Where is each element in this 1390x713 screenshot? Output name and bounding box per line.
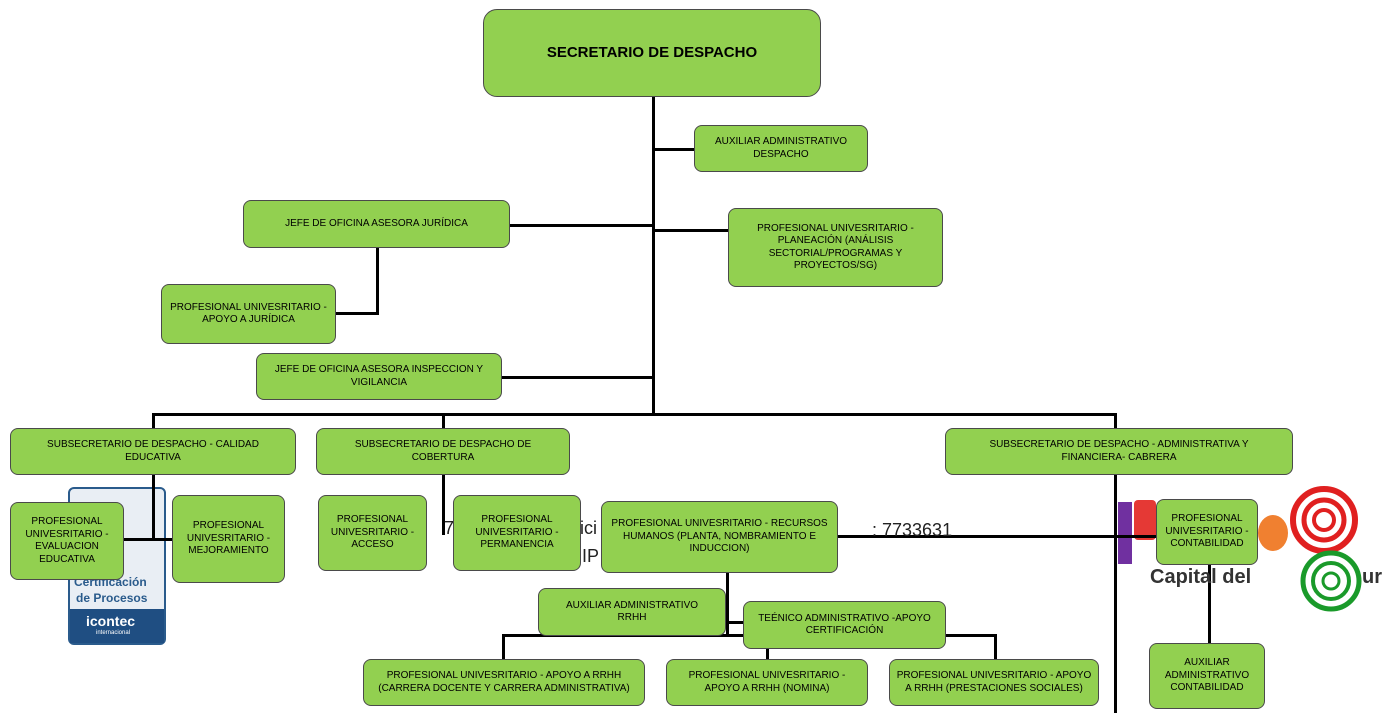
node-profesional-acceso: PROFESIONAL UNIVESRITARIO - ACCESO [318, 495, 427, 571]
capital-del-text: Capital del [1150, 566, 1252, 588]
node-sub-administrativa: SUBSECRETARIO DE DESPACHO - ADMINISTRATI… [945, 428, 1293, 475]
node-sub-cobertura: SUBSECRETARIO DE DESPACHO DE COBERTURA [316, 428, 570, 475]
node-sub-calidad: SUBSECRETARIO DE DESPACHO - CALIDAD EDUC… [10, 428, 296, 475]
connector-carrera [502, 634, 505, 659]
certification-line-2: de Procesos [76, 591, 148, 605]
capital-sur-ending: ur [1362, 566, 1382, 588]
ip-logo-orange-letter [1258, 515, 1288, 551]
connector-rrhh-aux [726, 573, 729, 623]
node-tecnico-certificacion: TEÉNICO ADMINISTRATIVO -APOYO CERTIFICAC… [743, 601, 946, 649]
connector-main-spine [652, 97, 655, 416]
node-profesional-evaluacion: PROFESIONAL UNIVESRITARIO - EVALUACION E… [10, 502, 124, 580]
connector-rrhh-spine [726, 623, 729, 636]
node-secretario-despacho: SECRETARIO DE DESPACHO [483, 9, 821, 97]
node-jefe-juridica: JEFE DE OFICINA ASESORA JURÍDICA [243, 200, 510, 248]
background-fragment-ip: IP [582, 546, 600, 566]
phone-number-text: : 7733631 [872, 520, 953, 540]
connector-contabilidad-down [1208, 565, 1211, 643]
icontec-band: icontec internacional [70, 609, 164, 643]
background-fragment-7: 7 [444, 518, 455, 538]
green-spiral-icon [1300, 550, 1362, 612]
connector-sub-admin [1114, 413, 1117, 429]
node-jefe-inspeccion: JEFE DE OFICINA ASESORA INSPECCION Y VIG… [256, 353, 502, 400]
connector-sub-calidad [152, 413, 155, 429]
connector-rrhh-tech [726, 621, 744, 624]
icontec-label: icontec [86, 613, 136, 629]
connector-cobertura-down [442, 475, 445, 535]
node-profesional-carrera: PROFESIONAL UNIVESRITARIO - APOYO A RRHH… [363, 659, 645, 706]
node-profesional-permanencia: PROFESIONAL UNIVESRITARIO - PERMANENCIA [453, 495, 581, 571]
connector-calidad-row [124, 538, 174, 541]
connector-sub-cobertura [442, 413, 445, 429]
connector-prestaciones [994, 634, 997, 659]
ip-logo-red-letter [1134, 500, 1156, 540]
connector-aux-despacho [652, 148, 694, 151]
connector-calidad-down [152, 475, 155, 540]
background-fragment-ici: ici [580, 518, 597, 538]
node-profesional-contabilidad: PROFESIONAL UNIVESRITARIO - CONTABILIDAD [1156, 499, 1258, 565]
connector-rrhh-row [838, 535, 1156, 538]
connector-juridica-down [376, 248, 379, 314]
connector-jefe-juridica [510, 224, 655, 227]
node-auxiliar-contabilidad: AUXILIAR ADMINISTRATIVO CONTABILIDAD [1149, 643, 1265, 709]
connector-inspeccion [502, 376, 655, 379]
node-profesional-prestaciones: PROFESIONAL UNIVESRITARIO - APOYO A RRHH… [889, 659, 1099, 706]
connector-sub-bar [152, 413, 1117, 416]
node-profesional-rrhh: PROFESIONAL UNIVESRITARIO - RECURSOS HUM… [601, 501, 838, 573]
red-spiral-icon [1290, 486, 1358, 554]
node-profesional-juridica: PROFESIONAL UNIVESRITARIO - APOYO A JURÍ… [161, 284, 336, 344]
node-auxiliar-despacho: AUXILIAR ADMINISTRATIVO DESPACHO [694, 125, 868, 172]
node-profesional-nomina: PROFESIONAL UNIVESRITARIO - APOYO A RRHH… [666, 659, 868, 706]
node-profesional-planeacion: PROFESIONAL UNIVESRITARIO - PLANEACIÓN (… [728, 208, 943, 287]
connector-planeacion [652, 229, 728, 232]
node-profesional-mejoramiento: PROFESIONAL UNIVESRITARIO - MEJORAMIENTO [172, 495, 285, 583]
node-auxiliar-rrhh: AUXILIAR ADMINISTRATIVO RRHH [538, 588, 726, 636]
connector-juridica-prof [336, 312, 379, 315]
icontec-sublabel: internacional [96, 630, 131, 636]
connector-admin-down [1114, 475, 1117, 713]
ip-logo-purple-bar [1118, 502, 1132, 564]
